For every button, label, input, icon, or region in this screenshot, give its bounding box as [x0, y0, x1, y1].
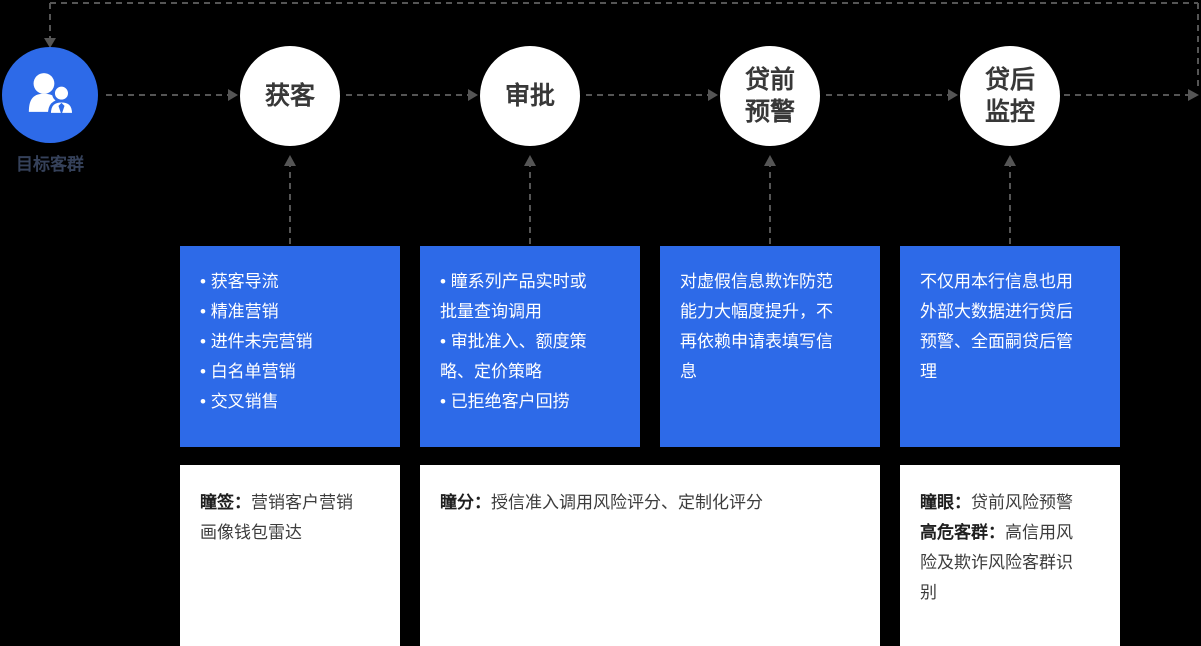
- source-node: [2, 47, 98, 143]
- product-desc: 高信用风险及欺诈风险客群识别: [920, 523, 1073, 602]
- users-icon: [28, 73, 76, 116]
- product-name: 高危客群：: [920, 523, 1005, 542]
- product-desc: 贷前风险预警: [971, 493, 1073, 512]
- stage-circle-approval: 审批: [480, 46, 580, 146]
- capability-card-postloan-monitoring: 不仅用本行信息也用外部大数据进行贷后预警、全面嗣贷后管理: [900, 246, 1120, 447]
- bullet-item: 精准营销: [200, 297, 360, 327]
- note-entry: 瞳签：营销客户营销画像钱包雷达: [200, 488, 360, 548]
- capability-card-preloan-warning: 对虚假信息欺诈防范能力大幅度提升，不再依赖申请表填写信息: [660, 246, 880, 447]
- note-entry: 瞳分：授信准入调用风险评分、定制化评分: [440, 488, 850, 518]
- product-note-tongfen: 瞳分：授信准入调用风险评分、定制化评分: [420, 465, 880, 646]
- note-entry: 瞳眼：贷前风险预警: [920, 488, 1080, 518]
- stage-label: 贷前预警: [744, 66, 795, 126]
- product-note-tongyan: 瞳眼：贷前风险预警 高危客群：高信用风险及欺诈风险客群识别: [900, 465, 1120, 646]
- source-label: 目标客群: [16, 155, 84, 174]
- bullet-item: 进件未完营销: [200, 327, 360, 357]
- note-entry: 高危客群：高信用风险及欺诈风险客群识别: [920, 518, 1080, 608]
- product-name: 瞳分：: [440, 493, 491, 512]
- product-desc: 营销客户营销画像钱包雷达: [200, 493, 353, 542]
- product-name: 瞳签：: [200, 493, 251, 512]
- product-desc: 授信准入调用风险评分、定制化评分: [491, 493, 763, 512]
- card-paragraph: 对虚假信息欺诈防范能力大幅度提升，不再依赖申请表填写信息: [680, 272, 833, 381]
- product-name: 瞳眼：: [920, 493, 971, 512]
- stage-circle-preloan-warning: 贷前预警: [720, 46, 820, 146]
- capability-card-acquisition: 获客导流 精准营销 进件未完营销 白名单营销 交叉销售: [180, 246, 400, 447]
- bullet-item: 获客导流: [200, 267, 360, 297]
- stage-circle-acquisition: 获客: [240, 46, 340, 146]
- bullet-item: 白名单营销: [200, 357, 360, 387]
- card-paragraph: 不仅用本行信息也用外部大数据进行贷后预警、全面嗣贷后管理: [920, 272, 1073, 381]
- stage-label: 获客: [264, 82, 315, 110]
- bullet-item: 已拒绝客户回捞: [440, 387, 600, 417]
- bullet-item: 交叉销售: [200, 387, 360, 417]
- product-note-tongqian: 瞳签：营销客户营销画像钱包雷达: [180, 465, 400, 646]
- stage-circle-postloan-monitoring: 贷后监控: [960, 46, 1060, 146]
- stage-label: 贷后监控: [984, 66, 1035, 126]
- bullet-item: 瞳系列产品实时或批量查询调用: [440, 267, 600, 327]
- capability-card-approval: 瞳系列产品实时或批量查询调用 审批准入、额度策略、定价策略 已拒绝客户回捞: [420, 246, 640, 447]
- stage-label: 审批: [504, 82, 555, 110]
- bullet-item: 审批准入、额度策略、定价策略: [440, 327, 600, 387]
